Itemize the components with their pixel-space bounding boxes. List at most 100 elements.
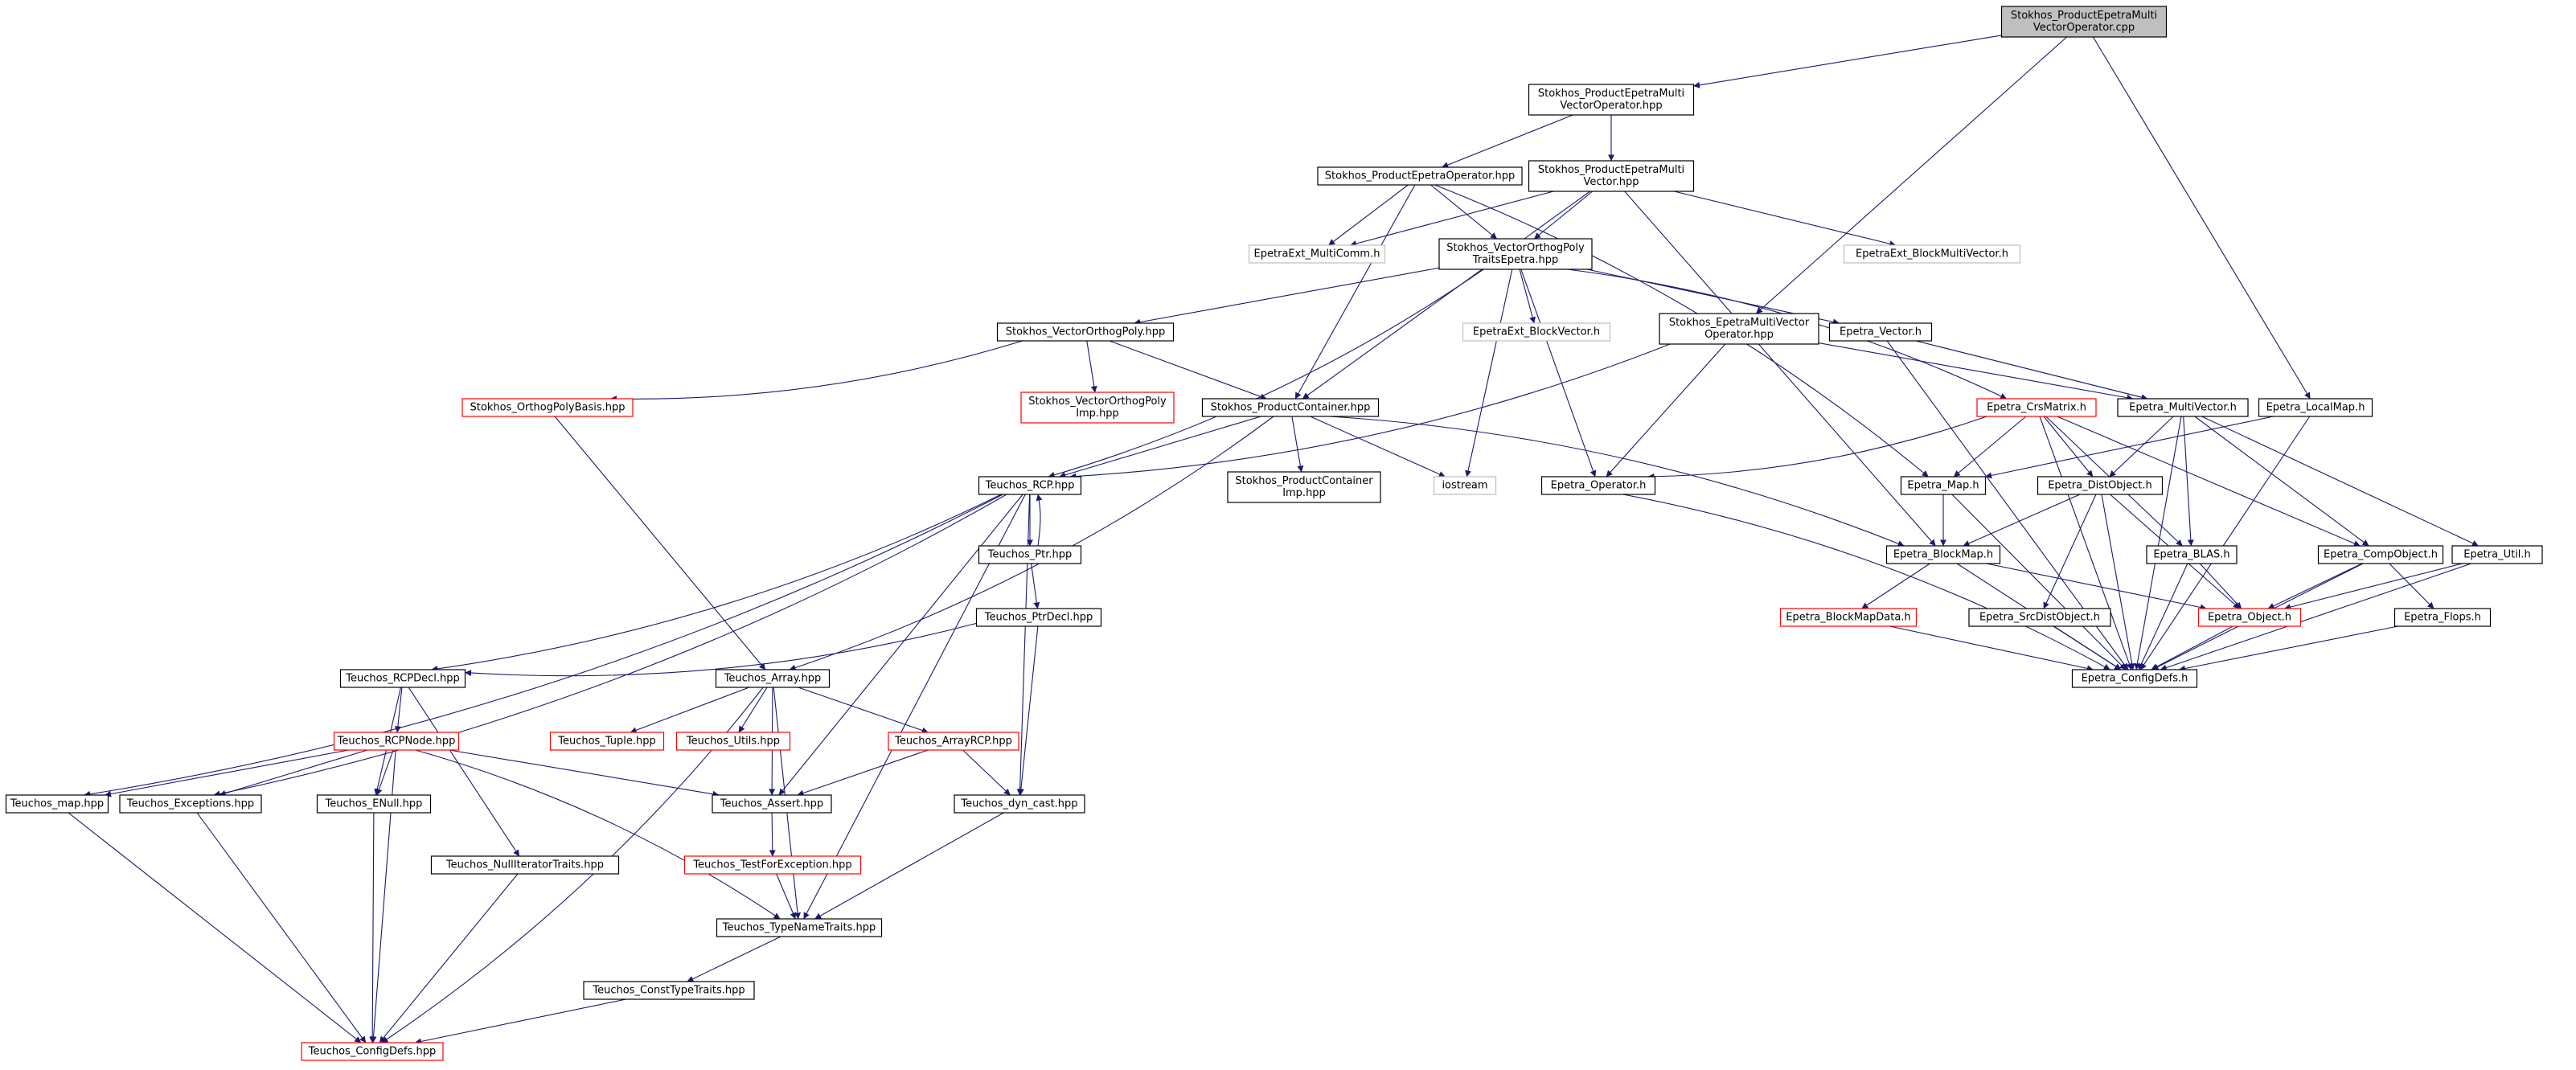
edge-rcp_hpp-to-assert_hpp: [778, 494, 1023, 796]
node-teuchos-map-hpp[interactable]: Teuchos_map.hpp: [5, 794, 109, 814]
edge-pemv_hpp-to-pc_hpp: [1302, 191, 1591, 400]
node-epetra-blockmap-h[interactable]: Epetra_BlockMap.h: [1885, 545, 2001, 564]
node-label: Stokhos_VectorOrthogPoly: [1446, 242, 1585, 254]
node-epetra-localmap-h[interactable]: Epetra_LocalMap.h: [2258, 398, 2373, 417]
node-label: Teuchos_ConstTypeTraits.hpp: [592, 985, 744, 997]
edge-peo_hpp-to-pc_hpp: [1294, 184, 1416, 400]
node-teuchos-consttypetraits-hpp[interactable]: Teuchos_ConstTypeTraits.hpp: [583, 981, 755, 1000]
node-box: [888, 732, 1019, 751]
edge-arrayrcp-to-dyncast: [962, 749, 1011, 796]
node-epetra-object-h[interactable]: Epetra_Object.h: [2197, 608, 2302, 627]
node-epetraext-blockvector-h[interactable]: EpetraExt_BlockVector.h: [1462, 322, 1611, 342]
edge-rcpnode-to-teuchos_configdefs: [370, 749, 396, 1043]
node-label: Epetra_BlockMapData.h: [1786, 612, 1910, 624]
node-teuchos-rcp-hpp[interactable]: Teuchos_RCP.hpp: [978, 476, 1082, 495]
edge-pemv_hpp-to-vop_traits: [1533, 191, 1594, 240]
node-label: Stokhos_OrthogPolyBasis.hpp: [470, 402, 626, 414]
node-label: Teuchos_RCPNode.hpp: [337, 736, 456, 748]
edge-root-to-localmap: [2092, 36, 2311, 400]
node-epetra-distobject-h[interactable]: Epetra_DistObject.h: [2037, 476, 2164, 495]
edge-pc_hpp-to-iostream: [1310, 416, 1446, 478]
node-box: [1659, 313, 1819, 345]
node-label: Vector.hpp: [1583, 176, 1639, 188]
node-epetra-compobject-h[interactable]: Epetra_CompObject.h: [2317, 545, 2444, 564]
node-label: Epetra_MultiVector.h: [2129, 402, 2237, 414]
node-teuchos-rcpdecl-hpp[interactable]: Teuchos_RCPDecl.hpp: [339, 669, 466, 688]
node-teuchos-testforexception-hpp[interactable]: Teuchos_TestForException.hpp: [683, 855, 862, 875]
node-label: Epetra_Map.h: [1907, 480, 1979, 492]
edge-epetra_vector-to-multivector: [1915, 340, 2148, 401]
node-label: Teuchos_dyn_cast.hpp: [960, 798, 1077, 810]
node-teuchos-ptr-hpp[interactable]: Teuchos_Ptr.hpp: [978, 545, 1082, 564]
node-epetra-srcdistobject-h[interactable]: Epetra_SrcDistObject.h: [1968, 608, 2111, 627]
node-teuchos-utils-hpp[interactable]: Teuchos_Utils.hpp: [675, 732, 791, 751]
node-box: [1248, 244, 1386, 264]
edge-map_hpp-to-teuchos_configdefs: [68, 812, 362, 1043]
edge-exceptions-to-teuchos_configdefs: [196, 812, 367, 1043]
node-epetra-flops-h[interactable]: Epetra_Flops.h: [2393, 608, 2492, 627]
node-stokhos-orthogpolybasis-hpp[interactable]: Stokhos_OrthogPolyBasis.hpp: [461, 398, 634, 417]
node-box: [5, 794, 109, 814]
edge-distobject-to-epetra_configdefs: [2101, 494, 2135, 670]
node-box: [978, 545, 1082, 564]
node-teuchos-enull-hpp[interactable]: Teuchos_ENull.hpp: [316, 794, 432, 814]
node-stokhos-productepetramultivectoroperator-cpp[interactable]: Stokhos_ProductEpetraMultiVectorOperator…: [2000, 6, 2168, 38]
node-epetraext-blockmultivector-h[interactable]: EpetraExt_BlockMultiVector.h: [1843, 244, 2021, 264]
node-box: [119, 794, 262, 814]
node-box: [683, 855, 862, 875]
node-teuchos-exceptions-hpp[interactable]: Teuchos_Exceptions.hpp: [119, 794, 262, 814]
edge-pc_hpp-to-pc_imp: [1291, 416, 1304, 473]
node-teuchos-dyn-cast-hpp[interactable]: Teuchos_dyn_cast.hpp: [954, 794, 1085, 814]
edge-rcp_hpp-to-rcpdecl: [431, 494, 1002, 672]
edge-assert_hpp-to-testforexc: [769, 812, 776, 857]
edge-emvo_hpp-to-multivector: [1818, 342, 2134, 401]
node-teuchos-configdefs-hpp[interactable]: Teuchos_ConfigDefs.hpp: [301, 1042, 444, 1061]
node-stokhos-productepetramultivectoroperator-hpp[interactable]: Stokhos_ProductEpetraMultiVectorOperator…: [1528, 84, 1695, 116]
node-epetra-util-h[interactable]: Epetra_Util.h: [2451, 545, 2543, 564]
node-box: [1317, 166, 1523, 186]
node-box: [583, 981, 755, 1000]
node-epetra-vector-h[interactable]: Epetra_Vector.h: [1828, 322, 1933, 342]
node-teuchos-rcpnode-hpp[interactable]: Teuchos_RCPNode.hpp: [333, 732, 460, 751]
edge-blockmap-to-blockmapdata: [1861, 563, 1930, 609]
node-box: [2037, 476, 2164, 495]
node-epetra-crsmatrix-h[interactable]: Epetra_CrsMatrix.h: [1976, 398, 2097, 417]
node-teuchos-arrayrcp-hpp[interactable]: Teuchos_ArrayRCP.hpp: [888, 732, 1019, 751]
edge-util_h-to-object_h: [2284, 563, 2463, 611]
edge-vop_hpp-to-pc_hpp: [1109, 340, 1267, 400]
node-label: VectorOperator.hpp: [1560, 100, 1662, 112]
node-epetraext-multicomm-h[interactable]: EpetraExt_MultiComm.h: [1248, 244, 1386, 264]
node-teuchos-nulliteratortraits-hpp[interactable]: Teuchos_NullIteratorTraits.hpp: [430, 855, 620, 875]
node-stokhos-vectororthogpoly-hpp[interactable]: Stokhos_VectorOrthogPoly.hpp: [996, 322, 1175, 342]
node-box: [1528, 84, 1695, 116]
node-stokhos-productcontainer-hpp[interactable]: Stokhos_ProductContainer.hpp: [1201, 398, 1380, 417]
node-teuchos-tuple-hpp[interactable]: Teuchos_Tuple.hpp: [549, 732, 665, 751]
edge-vop_hpp-to-vop_imp: [1086, 340, 1097, 393]
node-box: [1462, 322, 1611, 342]
node-box: [461, 398, 634, 417]
node-epetra-map-h[interactable]: Epetra_Map.h: [1900, 476, 1987, 495]
node-teuchos-assert-hpp[interactable]: Teuchos_Assert.hpp: [712, 794, 832, 814]
node-iostream[interactable]: iostream: [1433, 476, 1497, 495]
node-teuchos-typenametraits-hpp[interactable]: Teuchos_TypeNameTraits.hpp: [716, 918, 883, 937]
edge-rcpnode-to-map_hpp: [105, 749, 349, 797]
edge-distobject-to-srcdistobject: [2043, 494, 2097, 609]
node-epetra-blockmapdata-h[interactable]: Epetra_BlockMapData.h: [1779, 608, 1918, 627]
edge-pemv_hpp-to-blockmap: [1624, 191, 1936, 547]
node-epetra-blas-h[interactable]: Epetra_BLAS.h: [2146, 545, 2238, 564]
node-teuchos-array-hpp[interactable]: Teuchos_Array.hpp: [715, 669, 831, 688]
node-epetra-configdefs-h[interactable]: Epetra_ConfigDefs.h: [2071, 669, 2198, 688]
node-teuchos-ptrdecl-hpp[interactable]: Teuchos_PtrDecl.hpp: [975, 608, 1102, 627]
node-stokhos-productepetraoperator-hpp[interactable]: Stokhos_ProductEpetraOperator.hpp: [1317, 166, 1523, 186]
node-label: Stokhos_VectorOrthogPoly.hpp: [1006, 326, 1166, 338]
node-epetra-multivector-h[interactable]: Epetra_MultiVector.h: [2117, 398, 2249, 417]
node-epetra-operator-h[interactable]: Epetra_Operator.h: [1540, 476, 1656, 495]
node-label: Imp.hpp: [1076, 408, 1119, 420]
node-label: Epetra_ConfigDefs.h: [2082, 673, 2188, 685]
node-label: EpetraExt_BlockVector.h: [1473, 326, 1600, 338]
